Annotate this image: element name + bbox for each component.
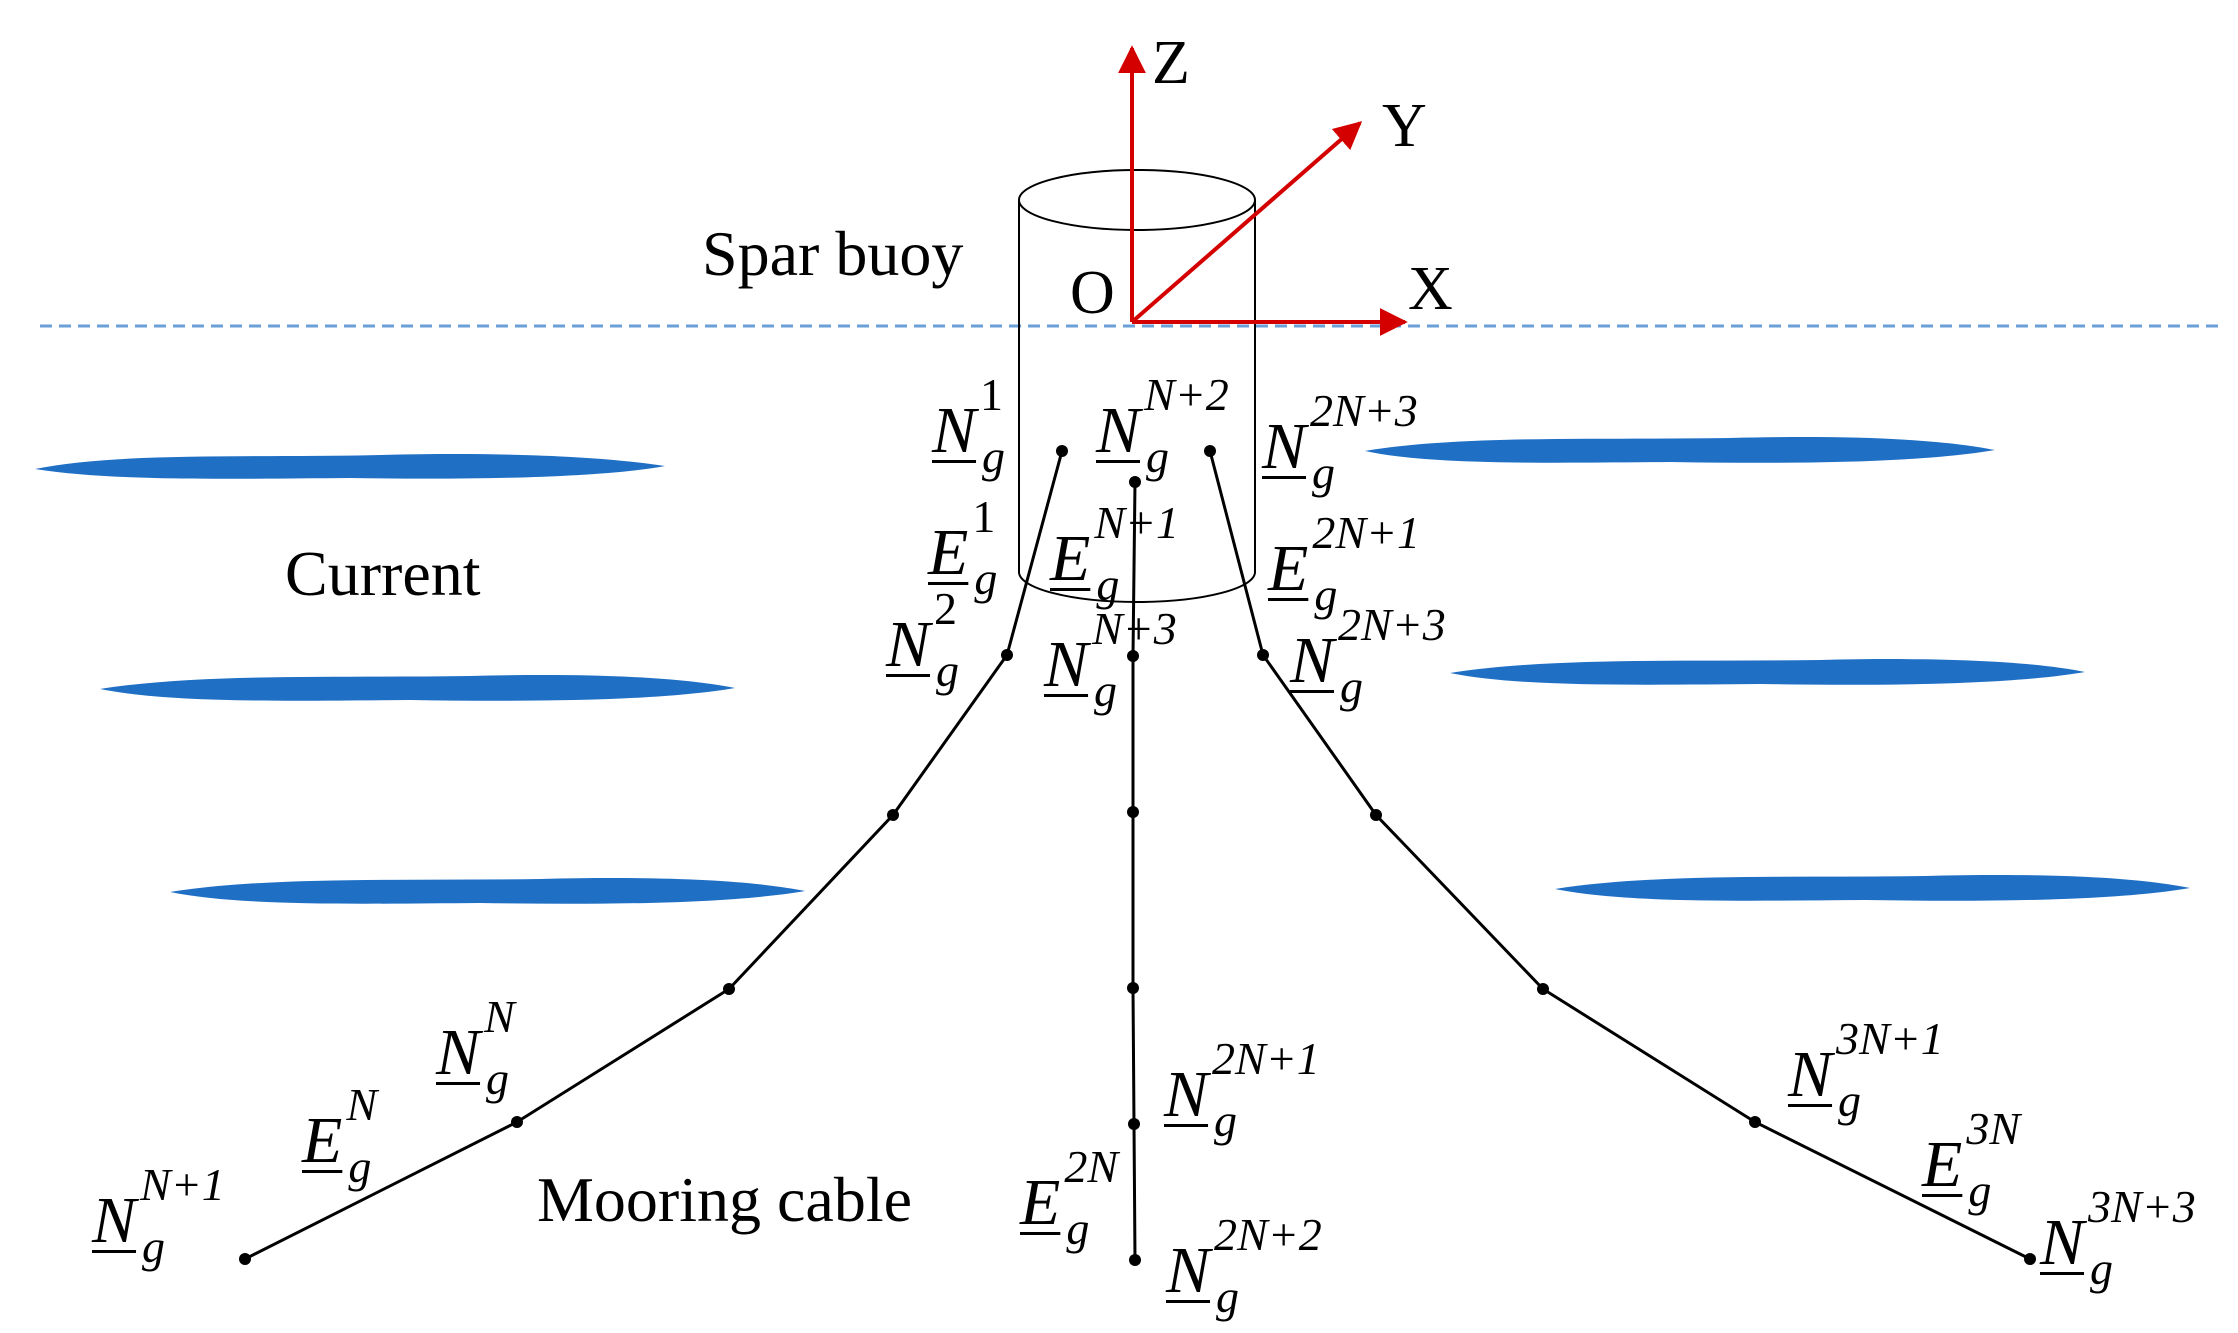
mooring-cable-center [1131, 481, 1137, 1261]
node [1257, 649, 1269, 661]
node [887, 809, 899, 821]
node [1537, 983, 1549, 995]
node [1370, 809, 1382, 821]
coordinate-axes [1118, 45, 1408, 336]
node [2024, 1253, 2036, 1265]
cable-nodes [239, 445, 2036, 1266]
current-label: Current [285, 538, 481, 609]
origin-label: O [1070, 259, 1115, 327]
node [1204, 445, 1216, 457]
node [1749, 1116, 1761, 1128]
node [723, 983, 735, 995]
node [1127, 650, 1139, 662]
spar-buoy-cylinder [1018, 169, 1256, 603]
y-axis-arrow [1130, 121, 1363, 324]
mooring-cable-label: Mooring cable [537, 1164, 912, 1235]
z-axis-label: Z [1152, 29, 1190, 97]
node [1056, 445, 1068, 457]
mooring-cable-left [244, 450, 1064, 1261]
node [1128, 1118, 1140, 1130]
node [239, 1253, 251, 1265]
node [1129, 476, 1141, 488]
mooring-cable-right [1208, 450, 2031, 1261]
y-axis-label: Y [1382, 92, 1427, 160]
node [1127, 806, 1139, 818]
x-axis-label: X [1408, 255, 1453, 323]
node [511, 1116, 523, 1128]
mooring-cables [244, 450, 2031, 1261]
node [1001, 649, 1013, 661]
current-streaks-left [35, 454, 805, 904]
node [1127, 982, 1139, 994]
current-streaks-right [1365, 437, 2190, 901]
node [1129, 1254, 1141, 1266]
spar-buoy-label: Spar buoy [702, 218, 964, 289]
